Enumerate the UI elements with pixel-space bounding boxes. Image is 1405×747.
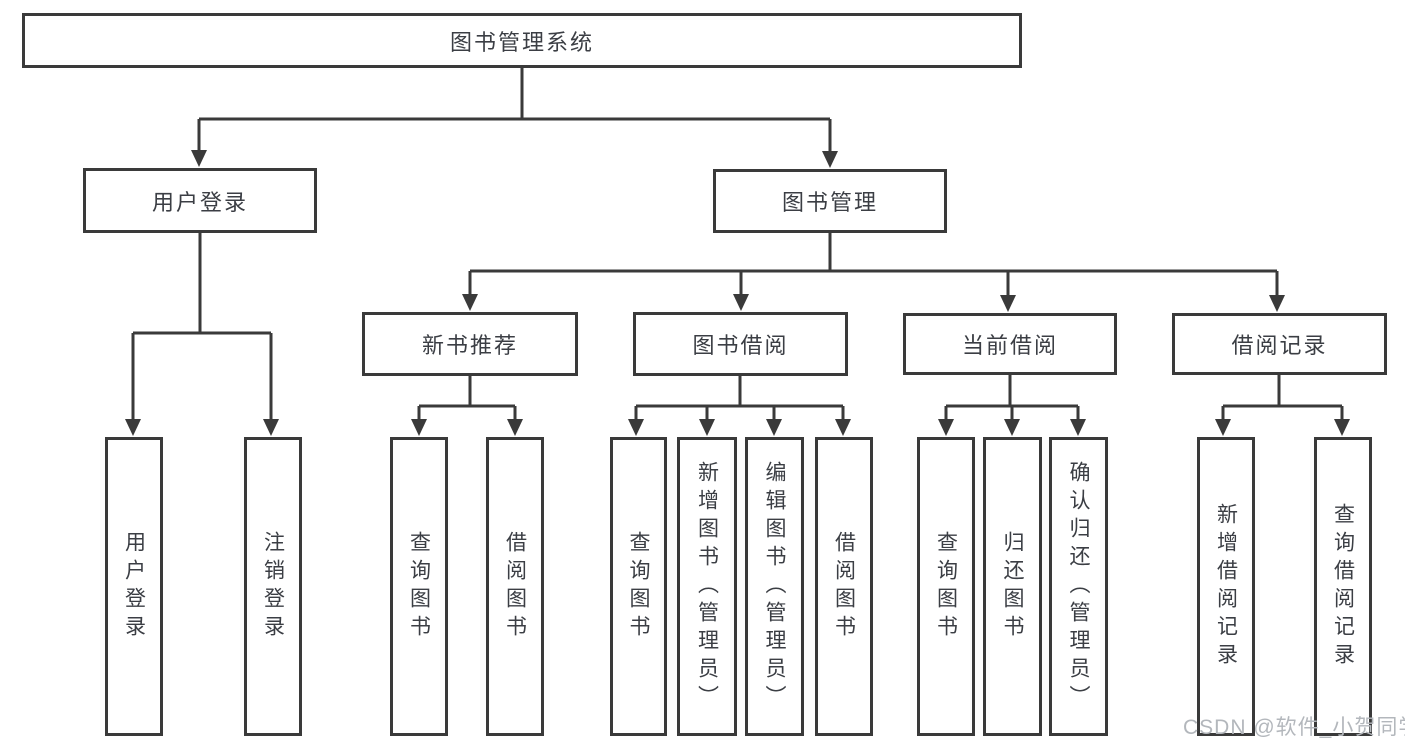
leaf-borrow-query-books-label: 查询图书 (627, 530, 650, 643)
leaf-records-query-record-label: 查询借阅记录 (1331, 502, 1355, 671)
node-branch-book-management-label: 图书管理 (781, 190, 878, 215)
leaf-records-add-record: 新增借阅记录 (1197, 437, 1255, 736)
connector-user-login (131, 233, 273, 420)
node-section-book-borrow-label: 图书借阅 (692, 333, 789, 358)
leaf-recommend-query-books: 查询图书 (390, 437, 448, 736)
leaf-current-confirm-return-admin: 确认归还（管理员） (1049, 437, 1108, 736)
node-root-system: 图书管理系统 (22, 13, 1022, 68)
leaf-borrow-add-books-admin: 新增图书（管理员） (677, 437, 737, 736)
leaf-current-query-books-label: 查询图书 (934, 530, 958, 643)
node-branch-book-management: 图书管理 (713, 169, 947, 233)
leaf-recommend-query-books-label: 查询图书 (407, 530, 431, 643)
node-branch-user-login-label: 用户登录 (151, 189, 248, 215)
node-section-borrow-records: 借阅记录 (1172, 313, 1387, 375)
node-section-new-book-recommend-label: 新书推荐 (421, 333, 518, 358)
connector-current-borrow (944, 375, 1080, 420)
connector-root (197, 68, 832, 152)
connector-book-borrow (634, 376, 845, 420)
leaf-borrow-add-books-admin-label: 新增图书（管理员） (695, 460, 719, 713)
leaf-user-login-label: 用户登录 (122, 530, 146, 643)
watermark: CSDN @软件_小贺同学 (1183, 716, 1405, 739)
node-section-current-borrow-label: 当前借阅 (961, 333, 1058, 358)
leaf-logout: 注销登录 (244, 437, 302, 736)
leaf-current-return-books-label: 归还图书 (1001, 530, 1024, 643)
leaf-borrow-borrow-books-label: 借阅图书 (832, 530, 856, 643)
node-branch-user-login: 用户登录 (83, 168, 317, 233)
node-root-system-label: 图书管理系统 (449, 29, 594, 55)
leaf-current-return-books: 归还图书 (983, 437, 1042, 736)
leaf-current-confirm-return-admin-label: 确认归还（管理员） (1067, 460, 1090, 713)
node-section-current-borrow: 当前借阅 (903, 313, 1117, 375)
connector-borrow-records (1221, 375, 1344, 420)
connector-new-book-recommend (417, 376, 517, 420)
leaf-logout-label: 注销登录 (261, 530, 285, 643)
leaf-records-add-record-label: 新增借阅记录 (1214, 502, 1238, 671)
leaf-borrow-borrow-books: 借阅图书 (815, 437, 873, 736)
node-section-book-borrow: 图书借阅 (633, 312, 848, 376)
leaf-recommend-borrow-books-label: 借阅图书 (503, 530, 527, 643)
leaf-current-query-books: 查询图书 (917, 437, 975, 736)
leaf-records-query-record: 查询借阅记录 (1314, 437, 1372, 736)
leaf-user-login: 用户登录 (105, 437, 163, 736)
node-section-borrow-records-label: 借阅记录 (1231, 333, 1328, 358)
leaf-borrow-query-books: 查询图书 (610, 437, 667, 736)
connector-book-management (468, 233, 1279, 296)
leaf-recommend-borrow-books: 借阅图书 (486, 437, 544, 736)
leaf-borrow-edit-books-admin-label: 编辑图书（管理员） (763, 460, 786, 713)
node-section-new-book-recommend: 新书推荐 (362, 312, 578, 376)
arrowheads (125, 150, 1350, 436)
leaf-borrow-edit-books-admin: 编辑图书（管理员） (745, 437, 804, 736)
